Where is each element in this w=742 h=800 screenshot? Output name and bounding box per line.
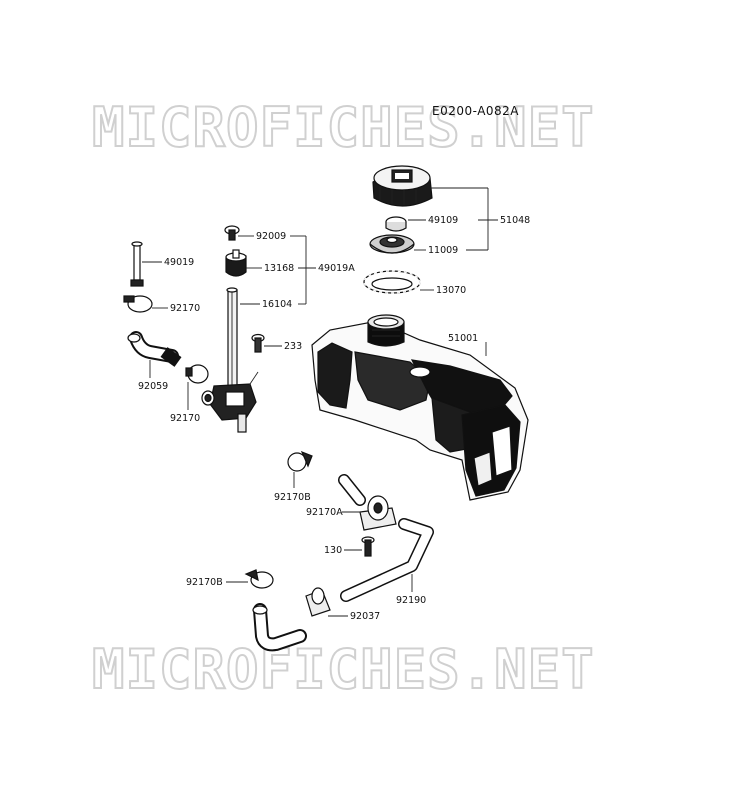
label-13070: 13070 <box>436 285 466 296</box>
fuel-pipe-16104 <box>226 287 238 393</box>
label-92170B-bottom: 92170B <box>186 577 223 588</box>
hose-bottom <box>252 603 307 652</box>
hose-92190 <box>340 518 434 602</box>
clamp-92170A <box>359 495 397 531</box>
diagram-code: E0200-A082A <box>432 104 519 118</box>
label-233: 233 <box>284 341 302 352</box>
bolt-130 <box>361 536 375 557</box>
watermark-top: MICROFICHES.NET <box>92 96 595 159</box>
clip-92170-mid <box>185 364 209 384</box>
label-49019A: 49019A <box>318 263 355 274</box>
screw-92009 <box>224 225 240 241</box>
label-49109: 49109 <box>428 215 458 226</box>
label-11009: 11009 <box>428 245 458 256</box>
leader-lines <box>142 187 498 617</box>
label-51001: 51001 <box>448 333 478 344</box>
label-92170-top: 92170 <box>170 303 200 314</box>
label-92059: 92059 <box>138 381 168 392</box>
label-92170A: 92170A <box>306 507 343 518</box>
hose-92059 <box>127 331 182 367</box>
watermark-bottom: MICROFICHES.NET <box>92 638 595 701</box>
label-49019: 49019 <box>164 257 194 268</box>
clip-92170-top <box>123 295 153 313</box>
label-130: 130 <box>324 545 342 556</box>
label-92190: 92190 <box>396 595 426 606</box>
knob-13168 <box>225 249 247 277</box>
label-16104: 16104 <box>262 299 292 310</box>
lock-ring-13070 <box>363 270 421 294</box>
fuel-tank-illustration <box>311 314 529 501</box>
label-92037: 92037 <box>350 611 380 622</box>
clamp-92170B-top <box>287 450 313 472</box>
label-13168: 13168 <box>264 263 294 274</box>
label-92170-mid: 92170 <box>170 413 200 424</box>
label-92170B-top: 92170B <box>274 492 311 503</box>
label-92009: 92009 <box>256 231 286 242</box>
cap-disc-49109 <box>385 216 407 232</box>
cap-gasket-11009 <box>369 234 415 254</box>
fuel-cap-illustration <box>372 165 433 207</box>
label-51048: 51048 <box>500 215 530 226</box>
hose-piece <box>338 474 366 506</box>
bolt-233 <box>251 333 265 353</box>
clamp-92170B-bottom <box>244 569 274 589</box>
clip-92037 <box>305 587 331 617</box>
rod-49019 <box>130 241 144 287</box>
fuel-cock-assembly <box>201 371 259 433</box>
